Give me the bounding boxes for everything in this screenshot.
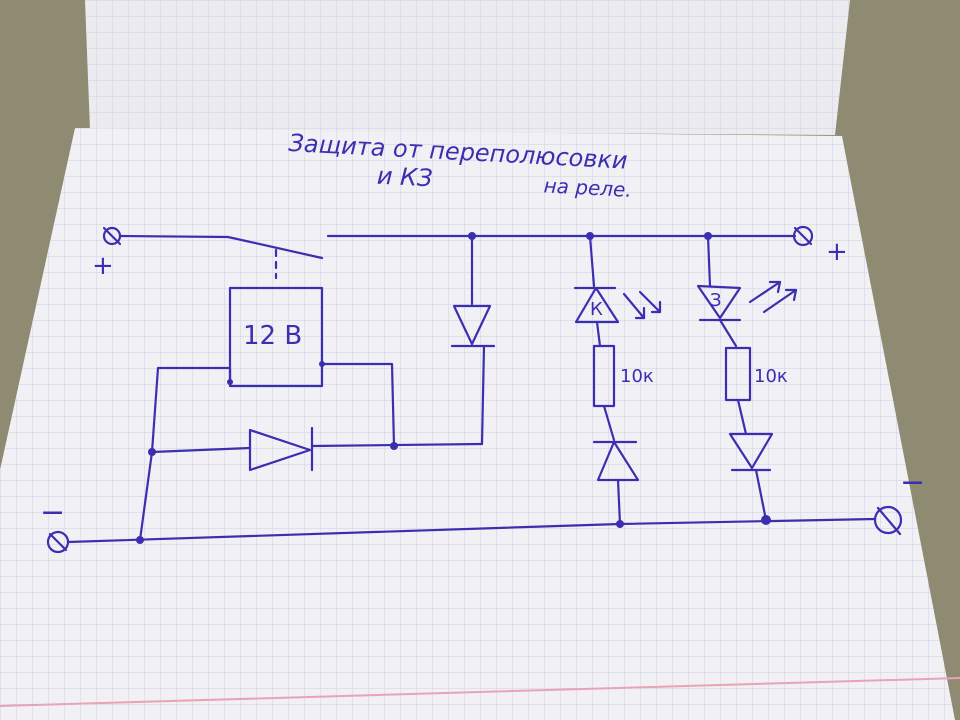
led-k-light-arrows bbox=[622, 290, 662, 320]
junction-dot bbox=[390, 442, 398, 450]
junction-dot bbox=[148, 448, 156, 456]
relay-label: 12 В bbox=[243, 321, 302, 351]
relay-coil-wiring bbox=[138, 344, 486, 542]
relay-coil bbox=[228, 286, 324, 388]
terminal-bottom-right-sign: − bbox=[900, 465, 925, 500]
terminal-top-right-sign: + bbox=[826, 237, 848, 267]
led-z-light-arrows bbox=[748, 280, 798, 314]
terminal-top-left-sign: + bbox=[92, 251, 114, 281]
terminal-bottom-left-sign: − bbox=[40, 495, 65, 530]
title-line-2-right: на реле. bbox=[543, 173, 632, 202]
diode-series bbox=[248, 426, 314, 472]
diode-z-branch bbox=[728, 432, 774, 472]
resistor-1-label: 10к bbox=[620, 366, 654, 387]
top-positive-rail bbox=[118, 234, 797, 260]
junction-dot bbox=[468, 232, 476, 240]
led-k-label: К bbox=[590, 299, 603, 320]
junction-dot bbox=[761, 515, 771, 525]
diode-protection bbox=[450, 234, 496, 348]
junction-dot bbox=[136, 536, 144, 544]
led-z-label: З bbox=[710, 290, 722, 311]
title-line-2-left: и КЗ bbox=[376, 162, 433, 193]
page-margin-line bbox=[0, 677, 960, 707]
resistor-2-label: 10к bbox=[754, 366, 788, 387]
bottom-negative-rail bbox=[66, 517, 877, 544]
